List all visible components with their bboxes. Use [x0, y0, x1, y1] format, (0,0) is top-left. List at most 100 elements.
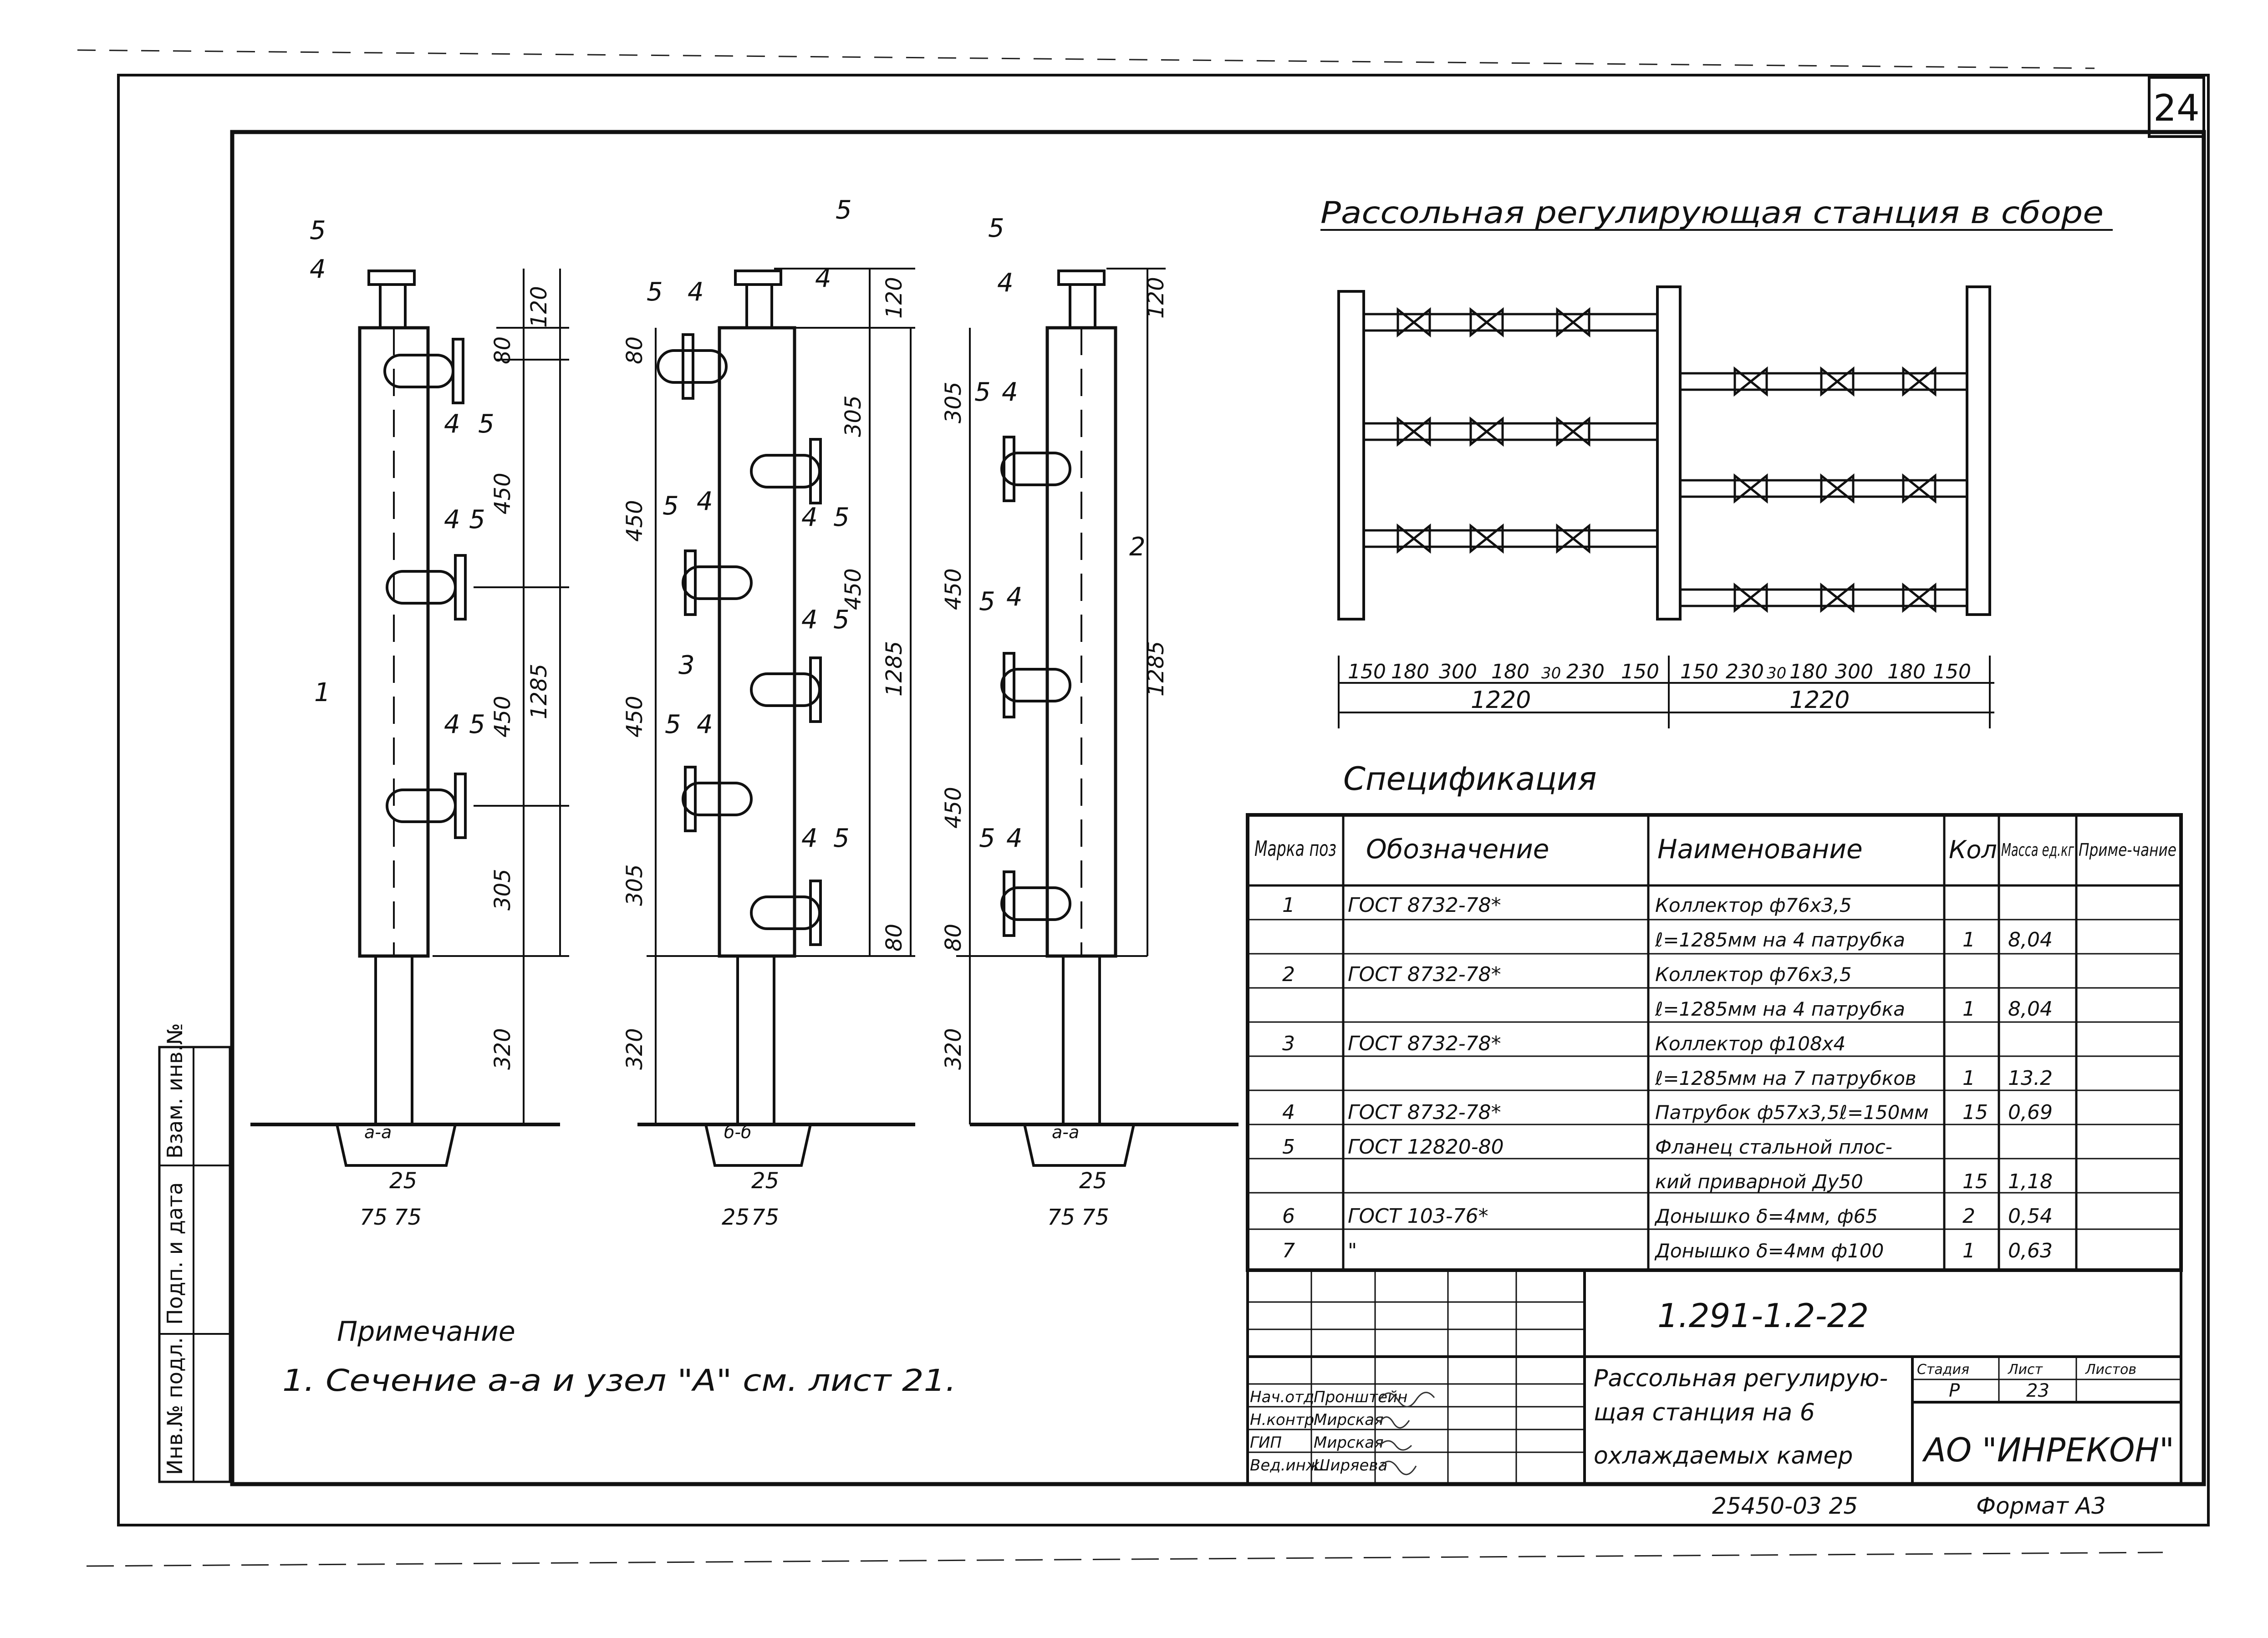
elev3-dim-450a: 450: [941, 568, 966, 610]
elev3-dim-320: 320: [941, 1028, 966, 1070]
elev3-foot-75b: 75: [1081, 1205, 1109, 1230]
elev1-section: а-а: [364, 1122, 392, 1142]
elev1-pos-4c: 4: [444, 710, 460, 739]
elev3-pos-4a: 4: [1002, 377, 1018, 407]
elev3-section: а-а: [1052, 1122, 1079, 1142]
spec-cell-r6-c3: 15: [1962, 1101, 1988, 1124]
elev2-foot-25a: 25: [751, 1168, 779, 1194]
support-leg-3: [1062, 955, 1101, 1126]
name-2: Мирская: [1314, 1434, 1384, 1452]
note-text: 1. Сечение а-а и узел "А" см. лист 21.: [282, 1363, 956, 1398]
footer-code: 25450-03 25: [1712, 1493, 1858, 1519]
spec-header-note: Приме-чание: [2079, 840, 2176, 860]
spec-cell-r3-c4: 8,04: [2008, 997, 2053, 1021]
elev2-dim-80a: 80: [622, 336, 647, 364]
support-leg-1: [374, 955, 413, 1126]
role-1: Н.контр: [1250, 1411, 1314, 1429]
spec-cell-r0-c0: 1: [1282, 894, 1295, 917]
spec-cell-r8-c3: 15: [1962, 1170, 1988, 1193]
plan-dim-l3: 180: [1491, 660, 1529, 683]
elev2-pos-4c: 4: [801, 605, 818, 635]
spec-cell-r10-c0: 7: [1282, 1239, 1295, 1262]
elev1-dim-305: 305: [490, 869, 515, 911]
elev1-dim-1285: 1285: [526, 664, 552, 719]
elev1-dim-320: 320: [490, 1028, 515, 1070]
spec-cell-r9-c4: 0,54: [2008, 1205, 2053, 1228]
elev2-dim-1285: 1285: [882, 641, 907, 697]
plan-dim-r5: 180: [1887, 660, 1926, 683]
branch-pipes-3: [1000, 436, 1071, 937]
drawing-name-3: охлаждаемых камер: [1594, 1442, 1853, 1470]
dimension-chain-3: [956, 268, 1166, 1124]
elev1-pos-1: 1: [314, 678, 331, 707]
plan-dim-r1: 230: [1726, 660, 1764, 683]
foundation-2: [704, 1124, 812, 1167]
spec-cell-r4-c2: Коллектор ф108х4: [1655, 1033, 1845, 1055]
support-leg-2: [736, 955, 775, 1126]
elev2-foot-25b: 25: [722, 1205, 749, 1230]
spec-cell-r10-c3: 1: [1962, 1239, 1975, 1262]
elev3-pos-5-top: 5: [988, 214, 1004, 243]
spec-cell-r6-c4: 0,69: [2008, 1101, 2053, 1124]
spec-cell-r1-c3: 1: [1962, 928, 1975, 951]
branch-pipes-1: [383, 338, 467, 839]
spec-cell-r7-c2: Фланец стальной плос-: [1655, 1136, 1892, 1158]
sheets-header: Листов: [2085, 1362, 2136, 1378]
elev2-foot-75: 75: [751, 1205, 779, 1230]
spec-cell-r7-c1: ГОСТ 12820-80: [1348, 1135, 1504, 1159]
spec-cell-r4-c1: ГОСТ 8732-78*: [1348, 1032, 1501, 1055]
elev2-dim-450b: 450: [622, 696, 647, 738]
spec-header-qty: Кол: [1949, 835, 1997, 864]
elev2-pos-5-left: 5: [647, 277, 663, 307]
spec-header-mark: Марка поз: [1254, 836, 1336, 861]
elev1-pos-5a: 5: [478, 409, 494, 439]
plan-dim-r3: 180: [1789, 660, 1828, 683]
spec-cell-r10-c4: 0,63: [2008, 1239, 2053, 1262]
elev3-pos-5b: 5: [979, 587, 995, 616]
drawing-name-1: Рассольная регулирую-: [1594, 1365, 1888, 1392]
spec-cell-r5-c3: 1: [1962, 1067, 1975, 1090]
plan-dim-r0: 150: [1680, 660, 1718, 683]
elev3-dim-305: 305: [941, 382, 966, 423]
elevation-view-2: 5 5 4 4 4 5 5 4 4 5 3 5 4 4 5 120 305 45…: [622, 195, 915, 1230]
plan-dim-r6: 150: [1933, 660, 1971, 683]
spec-table: Марка поз Обозначение Наименование Кол М…: [1246, 813, 2183, 1272]
company-name: АО "ИНРЕКОН": [1922, 1431, 2174, 1469]
spec-cell-r9-c3: 2: [1962, 1205, 1975, 1228]
elev2-pos-4d: 4: [697, 710, 713, 739]
elev2-pos-5b: 5: [663, 491, 679, 521]
spec-header-name: Наименование: [1657, 834, 1863, 865]
elevation-view-3: 5 4 5 4 5 4 2 5 4 120 305 450 450 80 128…: [941, 214, 1238, 1230]
elev1-dim-120: 120: [526, 286, 552, 328]
elev3-pos-4b: 4: [1006, 582, 1023, 612]
elev3-pos-2: 2: [1129, 532, 1146, 562]
spec-cell-r3-c2: ℓ=1285мм на 4 патрубка: [1655, 998, 1905, 1020]
elev2-pos-4-left: 4: [688, 277, 704, 307]
foundation-1: [336, 1124, 457, 1167]
elev2-pos-4-top: 4: [815, 264, 831, 293]
elev3-dim-80: 80: [941, 924, 966, 951]
role-2: ГИП: [1250, 1434, 1282, 1452]
plan-dim-l2: 300: [1439, 660, 1477, 683]
elev2-pos-5-top: 5: [836, 195, 852, 225]
doc-code: 1.291-1.2-22: [1657, 1297, 1869, 1335]
sheet-number: 24: [2153, 87, 2200, 129]
spec-header-mass: Масса ед.кг: [2001, 840, 2074, 860]
elev2-pos-3: 3: [678, 651, 695, 680]
assembly-plan: 150 180 300 180 30 230 150 150 230 30 18…: [1337, 285, 1994, 728]
collector-pipe-2: [718, 326, 796, 958]
stage-header: Стадия: [1917, 1362, 1969, 1378]
elev2-pos-5c: 5: [833, 605, 850, 635]
elev2-dim-320: 320: [622, 1028, 647, 1070]
spec-cell-r7-c0: 5: [1282, 1135, 1295, 1159]
stage-value: Р: [1949, 1380, 1960, 1401]
elev2-dim-450c: 450: [841, 568, 866, 610]
dimension-chain-2: [647, 268, 915, 1124]
spec-title: Спецификация: [1343, 760, 1597, 798]
elev3-dim-450b: 450: [941, 787, 966, 829]
spec-cell-r5-c2: ℓ=1285мм на 7 патрубков: [1655, 1067, 1916, 1089]
plan-dimensions: [1338, 656, 1994, 728]
elev2-pos-5a: 5: [833, 503, 850, 532]
spec-cell-r6-c0: 4: [1282, 1101, 1295, 1124]
